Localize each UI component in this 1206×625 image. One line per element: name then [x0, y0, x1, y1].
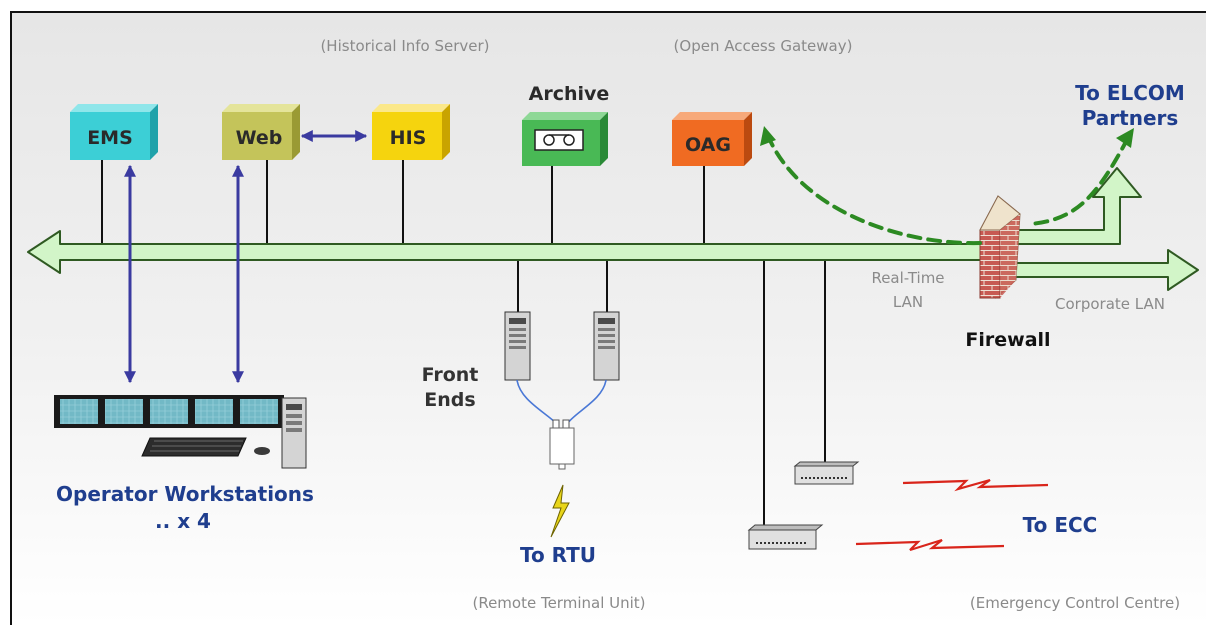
lightning-icon [855, 538, 1005, 552]
archive-node[interactable] [522, 112, 608, 166]
oag-elcom-dashed-link [766, 134, 1130, 246]
to-elcom-label: To ELCOM [1075, 81, 1185, 105]
front-ends-label: Front [422, 364, 479, 386]
corporate-lan-label: Corporate LAN [1055, 295, 1165, 313]
ems-label: EMS [87, 127, 133, 149]
historical-info-server-note: (Historical Info Server) [320, 37, 489, 55]
his-node[interactable]: HIS [372, 104, 450, 160]
emergency-control-centre-note: (Emergency Control Centre) [970, 594, 1180, 612]
partners-label: Partners [1082, 106, 1179, 130]
oag-label: OAG [685, 134, 731, 156]
open-access-gateway-note: (Open Access Gateway) [674, 37, 853, 55]
operator-workstation-icon[interactable] [54, 395, 307, 469]
lightning-icon [902, 478, 1049, 492]
modem-icon[interactable] [747, 524, 824, 550]
to-ecc-label: To ECC [1023, 513, 1098, 537]
workstation-count-label: .. x 4 [155, 509, 211, 533]
oag-arrowhead [760, 126, 776, 146]
web-node[interactable]: Web [222, 104, 300, 160]
his-label: HIS [390, 127, 427, 149]
elcom-arrowhead [1116, 128, 1134, 148]
firewall-icon [979, 195, 1021, 299]
archive-label: Archive [529, 83, 610, 105]
server-tower-icon[interactable] [593, 311, 620, 381]
server-tower-icon[interactable] [504, 311, 531, 381]
modem-icon[interactable] [793, 461, 860, 485]
oag-node[interactable]: OAG [672, 112, 752, 166]
lightning-icon [550, 484, 570, 538]
node-connectors [101, 160, 826, 543]
real-time-lan-label-2: LAN [893, 293, 923, 311]
remote-terminal-unit-note: (Remote Terminal Unit) [472, 594, 645, 612]
corporate-lan-bus [999, 249, 1199, 291]
web-label: Web [236, 127, 283, 149]
to-rtu-label: To RTU [520, 543, 596, 567]
ems-node[interactable]: EMS [70, 104, 158, 160]
panel-border [10, 11, 1206, 625]
real-time-lan-label: Real-Time [871, 269, 944, 287]
firewall-label: Firewall [965, 329, 1050, 351]
elcom-branch-arrow [999, 167, 1142, 245]
front-ends-label-2: Ends [424, 389, 475, 411]
rtu-device-icon[interactable] [549, 419, 575, 470]
operator-workstations-label: Operator Workstations [56, 482, 314, 506]
tape-cassette-icon [534, 129, 584, 151]
